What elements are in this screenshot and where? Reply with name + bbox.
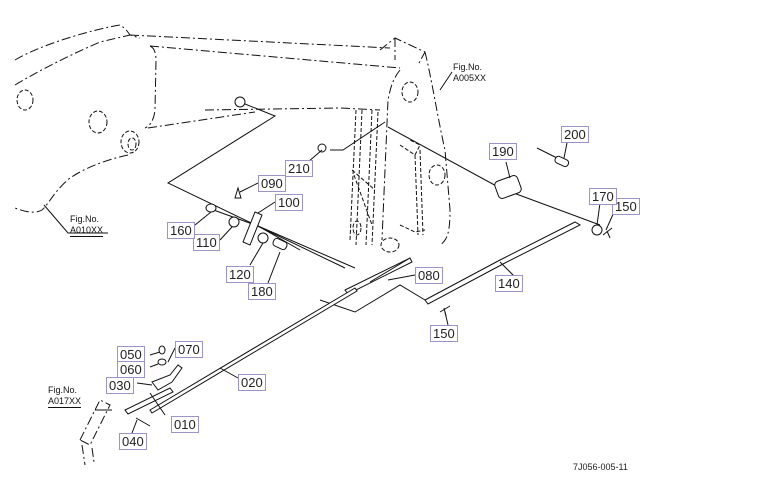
fig-ref-code: A005XX [453,73,487,83]
part-label-060[interactable]: 060 [117,361,145,378]
fig-ref-code: A010XX [70,225,104,237]
part-label-020[interactable]: 020 [238,374,266,391]
part-label-040[interactable]: 040 [119,433,147,450]
loader-arm-outline [14,24,401,213]
part-label-030[interactable]: 030 [106,377,134,394]
fig-ref-label: Fig.No. [453,62,483,72]
part-label-180[interactable]: 180 [248,283,276,300]
part-label-190[interactable]: 190 [489,143,517,160]
part-label-110[interactable]: 110 [193,234,220,251]
part-050-bolt [158,345,166,355]
fig-ref-code: A017XX [48,396,82,408]
part-010-shaft [124,387,174,415]
part-170-washer [591,224,603,236]
linkage-a017 [79,399,111,466]
part-210-nut [317,143,327,153]
part-label-150-right[interactable]: 150 [612,198,640,215]
part-label-200[interactable]: 200 [561,126,589,143]
part-label-140[interactable]: 140 [495,275,523,292]
part-160-bushing [205,203,217,213]
part-110-collar [228,216,240,228]
frame-outline [204,37,451,253]
part-label-120[interactable]: 120 [226,266,254,283]
part-label-160[interactable]: 160 [167,222,195,239]
part-bushing-top [234,96,246,108]
part-label-080[interactable]: 080 [415,267,443,284]
part-020-rod [149,287,358,414]
part-label-090[interactable]: 090 [258,175,286,192]
part-label-010[interactable]: 010 [171,416,199,433]
parts [79,96,613,466]
drawing-id: 7J056-005-11 [573,462,628,472]
part-090-pin [234,186,242,199]
part-label-150-lower[interactable]: 150 [430,325,458,342]
part-200-bolt [554,155,570,168]
fig-ref-a005xx[interactable]: Fig.No. A005XX [453,62,486,84]
part-label-210[interactable]: 210 [285,160,313,177]
part-label-050[interactable]: 050 [117,346,145,363]
part-label-170[interactable]: 170 [589,188,617,205]
fig-ref-a010xx[interactable]: Fig.No. A010XX [70,214,104,237]
part-100-lever [242,211,263,246]
fig-ref-a017xx[interactable]: Fig.No. A017XX [48,385,82,408]
fig-ref-label: Fig.No. [70,214,100,224]
part-180-bolt [272,237,288,251]
part-060-washer [157,358,167,366]
fig-ref-label: Fig.No. [48,385,78,395]
part-150-pin-right [602,227,613,239]
part-label-100[interactable]: 100 [275,194,303,211]
part-190-bracket [494,175,522,199]
part-120-washer [257,232,269,244]
part-label-070[interactable]: 070 [175,341,203,358]
part-140-rod [424,221,582,305]
part-150-pin-lower [439,305,451,317]
part-040-pin [135,417,151,427]
part-030-bracket [151,364,183,391]
